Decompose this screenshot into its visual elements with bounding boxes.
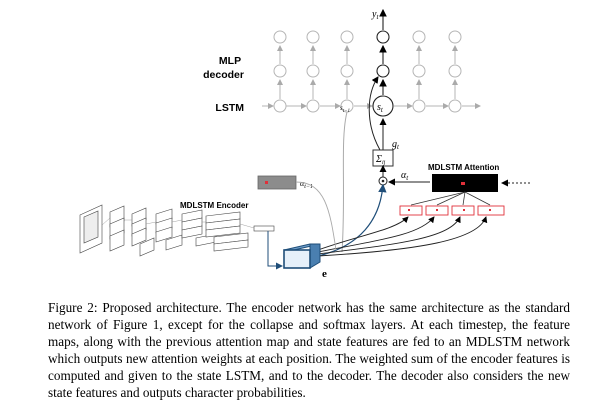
architecture-diagram: MLP decoder LSTM — [79, 8, 530, 280]
y-t-label: yt — [371, 9, 379, 21]
s-t-label: st — [377, 102, 384, 114]
s-prev-to-attention-line — [341, 111, 348, 253]
decoder-grid — [262, 30, 481, 113]
e-label: e — [322, 268, 327, 280]
encoder-features-e — [283, 243, 321, 269]
mdlstm-encoder-label: MDLSTM Encoder — [180, 201, 248, 210]
encoder-network — [79, 204, 275, 257]
mlp-label: MLP — [219, 55, 241, 67]
alpha-t-label: αt — [401, 170, 409, 182]
mdlstm-attention-label: MDLSTM Attention — [428, 163, 499, 172]
decoder-label: decoder — [203, 69, 244, 81]
attention-input-arrows — [317, 216, 488, 257]
g-t-to-decoder-arrow — [368, 76, 381, 151]
figure-caption: Figure 2: Proposed architecture. The enc… — [48, 300, 570, 400]
g-t-label: gt — [392, 139, 400, 151]
encoder-to-e-connector — [267, 231, 283, 270]
current-timestep-column — [372, 8, 394, 117]
s-prev-label: st−1 — [340, 104, 350, 114]
lstm-label: LSTM — [215, 102, 244, 114]
alpha-prev-label: αt−1 — [300, 179, 313, 190]
sum-label: Σij — [375, 154, 386, 166]
encoder-to-sum-line — [317, 183, 387, 257]
previous-attention-map — [257, 175, 297, 190]
attention-feature-maps — [399, 205, 505, 216]
